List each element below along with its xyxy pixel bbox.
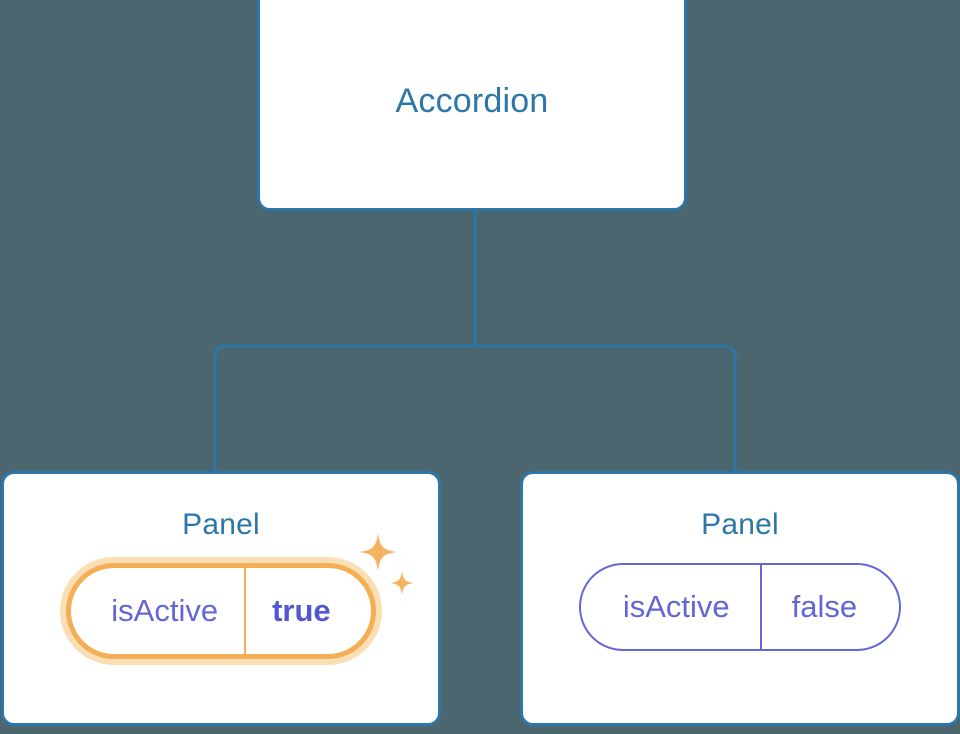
node-title: Panel: [701, 508, 779, 541]
prop-key: isActive: [111, 593, 219, 628]
prop-value: false: [759, 565, 899, 649]
prop-key: isActive: [622, 589, 730, 624]
node-panel-inactive[interactable]: Panel isActive false: [520, 471, 960, 726]
prop-pill-active[interactable]: isActive true: [66, 533, 414, 659]
prop-pill[interactable]: isActive false: [578, 563, 902, 651]
prop-value: true: [244, 568, 371, 654]
node-title: Accordion: [395, 81, 549, 120]
node-panel-active[interactable]: Panel isActive true: [1, 471, 441, 726]
prop-pill-inactive[interactable]: isActive false: [578, 563, 902, 651]
node-title: Panel: [182, 508, 260, 541]
node-accordion[interactable]: Accordion: [257, 0, 687, 211]
edge-child-bus: [213, 344, 737, 471]
prop-pill[interactable]: isActive true: [66, 563, 376, 659]
